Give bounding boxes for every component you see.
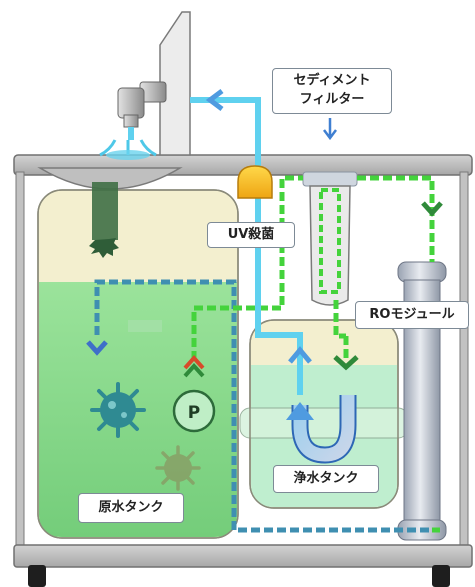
pump-pipe xyxy=(191,175,440,533)
u-tube-icon xyxy=(286,395,357,464)
raw-tank-label: 原水タンク xyxy=(78,493,184,523)
purified-pipe xyxy=(128,97,303,395)
uv-label: UV殺菌 xyxy=(207,222,295,248)
ro-module-label: ROモジュール xyxy=(355,301,469,329)
arrow-up-icon xyxy=(288,346,312,364)
arrow-up-icon xyxy=(183,355,205,370)
pump-icon: P xyxy=(172,389,216,433)
germ-icon xyxy=(90,382,146,438)
sediment-filter-label-line-1: セディメント xyxy=(293,73,371,88)
sediment-filter-label-line-2: フィルター xyxy=(299,92,365,107)
arrow-down-icon xyxy=(421,201,443,217)
pump-label: P xyxy=(188,403,200,423)
faucet-icon xyxy=(117,11,191,156)
raw-water-pipe xyxy=(94,279,440,533)
sediment-filter xyxy=(302,171,358,306)
clean-water-tank xyxy=(239,319,409,509)
arrow-down-icon xyxy=(323,118,337,141)
sink-basin xyxy=(37,139,183,190)
clean-tank-label: 浄水タンク xyxy=(273,465,379,493)
arrow-left-icon xyxy=(205,89,224,111)
sediment-filter-label: セディメント フィルター xyxy=(272,68,392,114)
arrow-down-icon xyxy=(333,355,359,371)
uv-lamp xyxy=(237,165,273,199)
arrow-down-icon xyxy=(86,340,108,356)
arrow-up-icon xyxy=(183,363,205,378)
germ-icon xyxy=(155,445,201,491)
